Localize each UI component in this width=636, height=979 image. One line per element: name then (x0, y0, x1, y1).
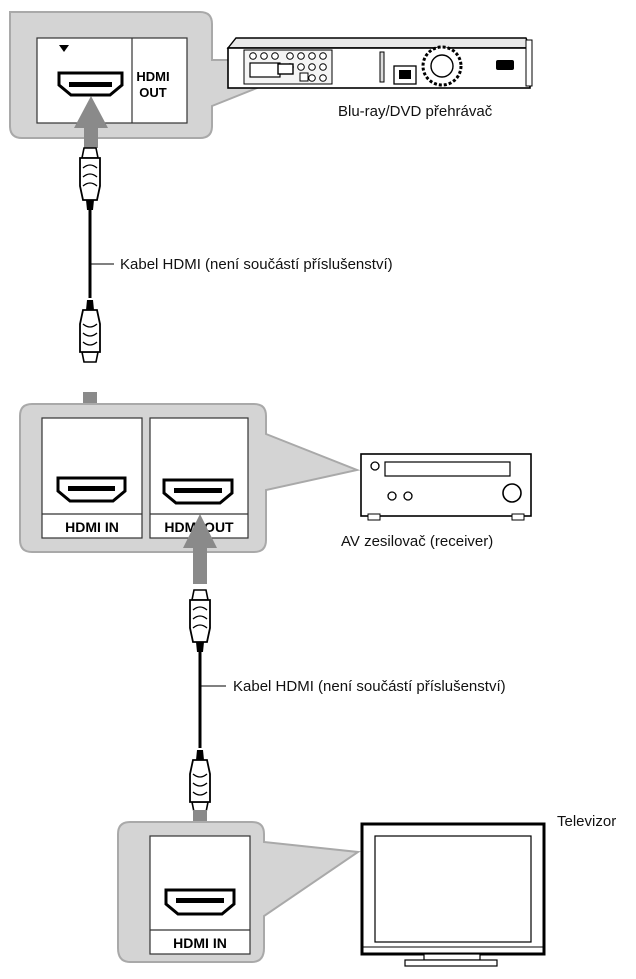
tv-hdmi-in-port: HDMI IN (149, 835, 251, 955)
amp-hdmi-out-port: HDMI OUT (149, 417, 249, 539)
amplifier-label: AV zesilovač (receiver) (341, 533, 494, 550)
bluray-player-device (226, 37, 533, 89)
amp-hdmi-in-label: HDMI IN (65, 519, 119, 535)
cable-1-label: Kabel HDMI (není součástí příslušenství) (120, 256, 393, 273)
tv-hdmi-in-label: HDMI IN (173, 935, 227, 951)
player-label: Blu-ray/DVD přehrávač (338, 103, 493, 120)
arrow-up-icon-2 (193, 540, 207, 584)
av-amplifier-device (360, 453, 532, 521)
amp-hdmi-in-port: HDMI IN (41, 417, 143, 539)
player-hdmi-out-port: HDMI OUT (57, 45, 170, 100)
player-port-label-2: OUT (139, 85, 167, 100)
tv-label: Televizor (557, 813, 617, 830)
cable-2-label: Kabel HDMI (není součástí příslušenství) (233, 678, 506, 695)
arrow-up-icon (84, 128, 98, 148)
television-device (360, 822, 546, 967)
triangle-marker-icon (59, 45, 69, 52)
player-port-label-1: HDMI (136, 69, 169, 84)
